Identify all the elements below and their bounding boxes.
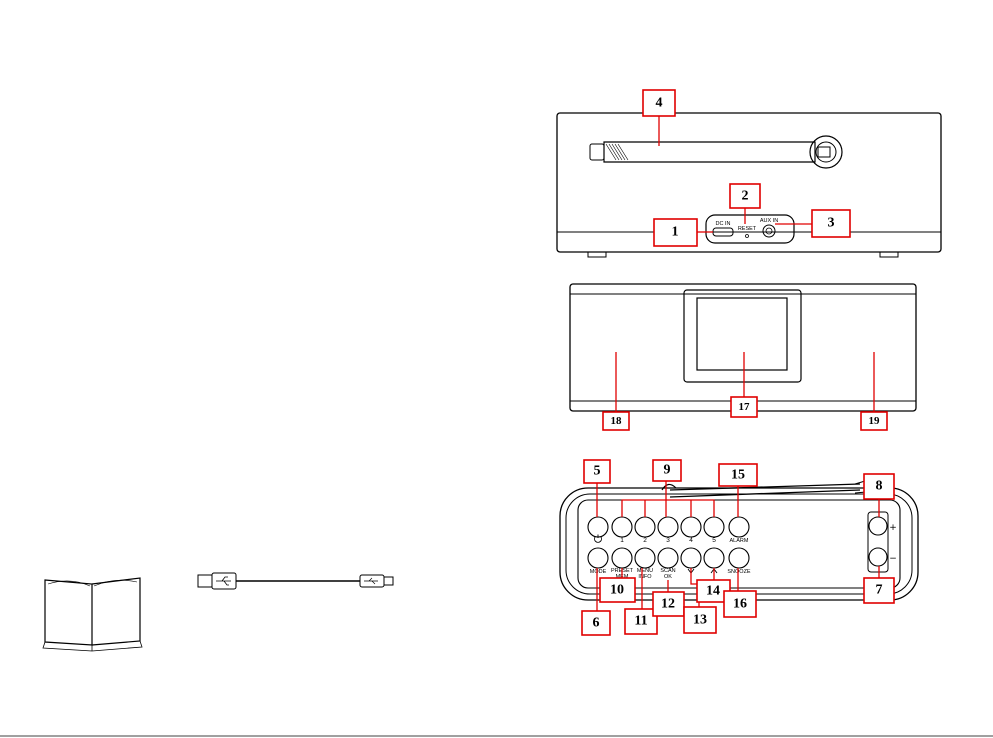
callout-18: 18 [603,412,629,430]
svg-text:15: 15 [731,468,745,483]
callout-1: 1 [654,219,697,246]
callout-7: 7 [864,578,894,603]
callout-3: 3 [812,210,850,237]
svg-text:2: 2 [742,189,749,204]
svg-text:18: 18 [611,415,623,427]
svg-text:+: + [889,523,897,533]
svg-text:8: 8 [876,479,883,494]
usb-cable [198,573,393,589]
svg-text:12: 12 [661,597,675,612]
svg-text:3: 3 [666,537,670,544]
svg-text:1: 1 [620,537,624,544]
svg-text:10: 10 [610,583,624,598]
dc-in-label: DC IN [716,221,731,227]
svg-text:14: 14 [706,584,720,599]
usb-icon [216,577,231,585]
svg-text:5: 5 [594,464,601,479]
svg-text:16: 16 [733,597,747,612]
snooze-button[interactable]: SNOOZE [727,548,751,575]
preset-button-3[interactable]: 3 [658,517,678,544]
svg-text:13: 13 [693,613,707,628]
power-button[interactable] [588,517,608,542]
svg-text:3: 3 [828,216,835,231]
callout-6: 6 [582,611,610,635]
svg-text:11: 11 [634,614,647,629]
svg-text:MODE: MODE [590,569,607,575]
power-icon [595,535,602,543]
scan-ok-button[interactable]: SCAN OK [658,548,678,580]
callout-13: 13 [684,607,716,633]
manual-icon [43,578,142,651]
volume-up-button[interactable]: + [869,517,897,535]
menu-info-button[interactable]: MENU INFO [635,548,655,580]
svg-text:17: 17 [739,401,751,413]
callout-17: 17 [731,397,757,417]
svg-text:−: − [889,554,897,564]
svg-text:6: 6 [593,616,600,631]
front-view [570,284,916,411]
rear-port-panel: DC IN RESET AUX IN [706,215,794,243]
svg-text:INFO: INFO [638,574,652,580]
alarm-button[interactable]: ALARM [729,517,749,544]
svg-text:4: 4 [689,537,693,544]
preset-button-2[interactable]: 2 [635,517,655,544]
preset-button-4[interactable]: 4 [681,517,701,544]
callout-5: 5 [584,460,610,483]
svg-text:1: 1 [672,225,679,240]
svg-text:OK: OK [664,574,672,580]
callout-16: 16 [724,591,756,617]
callout-19: 19 [861,412,887,430]
callouts: 4 2 1 3 18 17 19 5 [582,90,894,635]
callout-12: 12 [653,592,684,616]
svg-text:SNOOZE: SNOOZE [727,569,751,575]
svg-text:ALARM: ALARM [730,538,749,544]
svg-text:19: 19 [869,415,881,427]
svg-text:5: 5 [712,537,716,544]
svg-text:2: 2 [643,537,647,544]
manual-booklet [43,578,142,651]
callout-9: 9 [653,460,681,481]
preset-button-5[interactable]: 5 [704,517,724,544]
preset-button-1[interactable]: 1 [612,517,632,544]
reset-button[interactable] [746,235,749,238]
svg-text:9: 9 [664,463,671,478]
aux-in-label: AUX IN [760,218,778,224]
mode-button[interactable]: MODE [588,548,608,575]
svg-text:4: 4 [656,96,663,111]
callout-2: 2 [730,184,760,208]
antenna-rear [590,136,842,168]
display-screen [697,298,787,370]
callout-15: 15 [719,464,757,486]
callout-8: 8 [864,474,894,499]
volume-down-button[interactable]: − [869,548,897,566]
aux-in-jack[interactable] [763,225,775,237]
reset-label: RESET [738,226,757,232]
callout-10: 10 [600,578,635,602]
callout-4: 4 [643,90,675,116]
svg-text:7: 7 [876,583,883,598]
